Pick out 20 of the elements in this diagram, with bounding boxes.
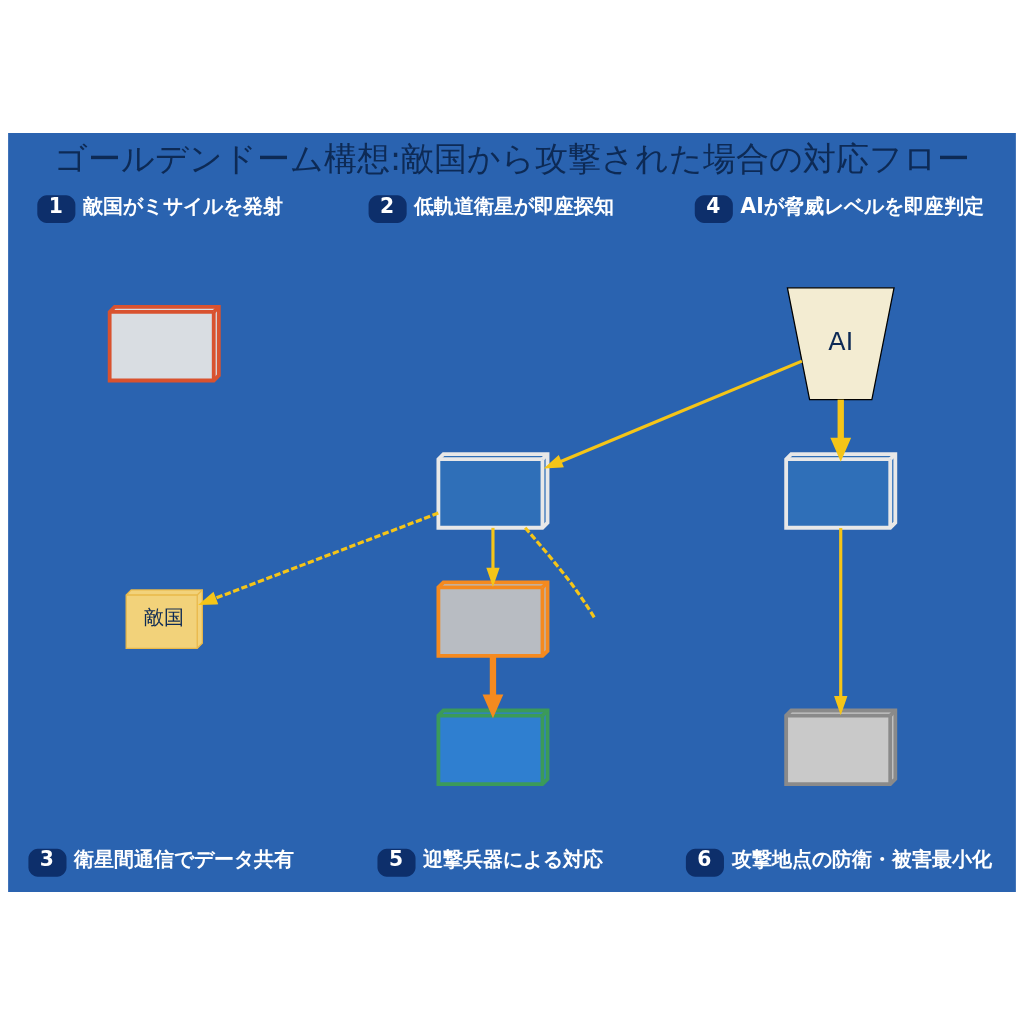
node-label: 迎撃兵器による対応	[423, 846, 604, 871]
node-label: 敵国がミサイルを発射	[83, 193, 283, 218]
node-box: 3	[28, 848, 67, 877]
arrow	[482, 655, 504, 718]
arrow	[543, 359, 803, 469]
arrow	[198, 511, 439, 605]
node-box: 1	[37, 194, 76, 223]
node-label: 低軌道衛星が即座探知	[414, 193, 615, 218]
arrow	[486, 527, 500, 587]
node-label: 攻撃地点の防衛・被害最小化	[731, 846, 992, 871]
node-box: 2	[368, 194, 407, 223]
connector	[524, 526, 596, 619]
node-label: 衛星間通信でデータ共有	[74, 846, 295, 871]
node-box: 5	[377, 848, 416, 877]
node-box: 6	[685, 848, 724, 877]
diagram-title: ゴールデンドーム構想:敵国から攻撃された場合の対応フロー	[53, 138, 971, 178]
node-label: AIが脅威レベルを即座判定	[740, 193, 984, 218]
arrow	[830, 399, 852, 462]
arrow	[834, 527, 848, 715]
node-box: 4	[694, 194, 733, 223]
